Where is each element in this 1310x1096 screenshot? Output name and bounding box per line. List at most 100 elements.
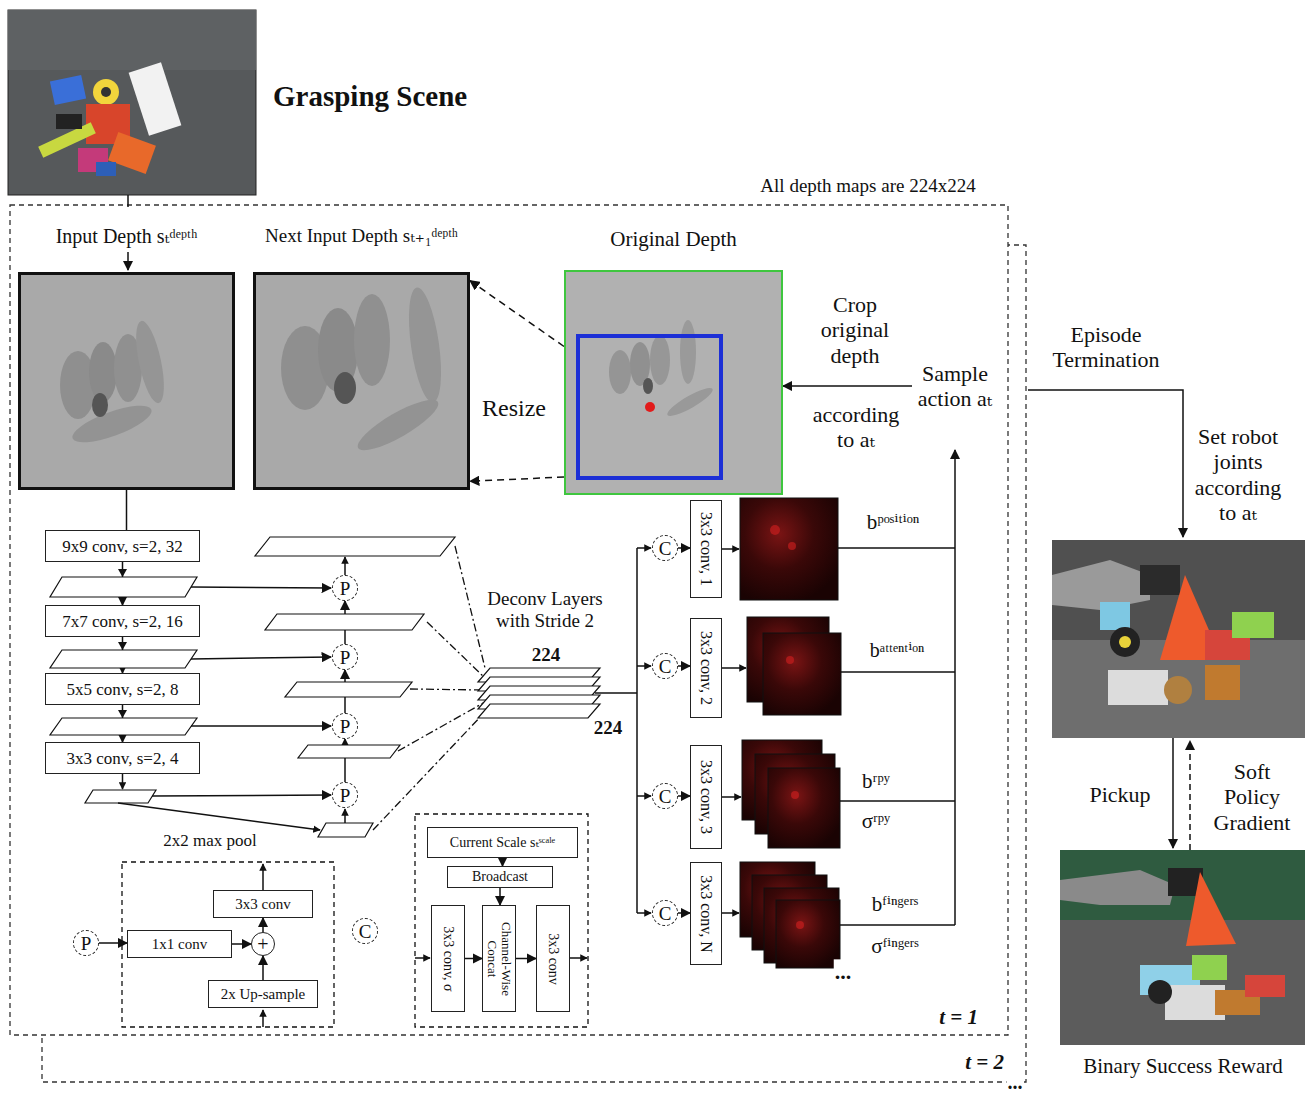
node-text: 5x5 conv, s=2, 8 [67, 681, 179, 698]
node-text: 3x3 conv, 1 [697, 504, 715, 594]
photo-ground [8, 10, 256, 195]
connector [678, 912, 690, 914]
flow-arrow [415, 957, 430, 959]
heat-spot [786, 656, 794, 664]
lateral-arrow [191, 587, 331, 588]
connector [99, 942, 127, 944]
annotation: 2x2 max pool [162, 831, 258, 851]
photo-ground [1060, 850, 1305, 1045]
output-line [840, 800, 955, 802]
photo-tile [8, 10, 256, 70]
connector [262, 956, 264, 980]
branch-line [637, 547, 651, 549]
feature-map [285, 682, 412, 697]
input-arrow [127, 252, 129, 270]
heatmap [742, 740, 840, 848]
annotation: Binary Success Reward [1082, 1054, 1283, 1078]
gripper [1140, 565, 1180, 595]
node-text: P [340, 648, 351, 667]
heatmap-layer [768, 768, 840, 848]
image-heading: Input Depth sₜᵈᵉᵖᵗʰ [56, 225, 198, 248]
arrowhead [118, 569, 127, 577]
node-text: 3x3 conv, N [697, 866, 715, 961]
annotation: ... [834, 959, 853, 984]
node-text: 2x Up-sample [221, 987, 306, 1002]
connector [262, 918, 264, 932]
heat-spot [770, 525, 780, 535]
depth-map [253, 272, 470, 490]
curtain [1060, 850, 1305, 920]
annotation: bᵖᵒˢⁱᵗⁱᵒⁿ [866, 510, 921, 534]
head-conv-box: 3x3 conv, 1 [690, 500, 722, 598]
node-text: + [257, 934, 268, 954]
output-line [840, 924, 955, 926]
annotation: Resize [481, 395, 547, 423]
branch-line [637, 795, 651, 797]
feature-map [255, 537, 455, 556]
connector [678, 665, 690, 667]
node-text: 9x9 conv, s=2, 32 [62, 538, 182, 555]
pickup-arrow [1172, 738, 1174, 848]
deconv-line [410, 689, 485, 690]
node-text: 7x7 conv, s=2, 16 [62, 613, 182, 630]
toy-ball [1164, 676, 1192, 704]
flow-arrow [570, 957, 587, 959]
annotation: σᶠⁱⁿᵍᵉʳˢ [870, 934, 919, 958]
connector [465, 958, 482, 960]
connector [499, 888, 501, 905]
annotation: Set robot joints according to aₜ [1187, 424, 1289, 525]
concat-node: C [652, 783, 678, 809]
toy-car [50, 75, 86, 105]
toy-block [1205, 665, 1240, 700]
connector [516, 958, 536, 960]
edge-label: Crop original depth [814, 292, 896, 368]
toy-wheel [1110, 627, 1140, 657]
concat-node: C [652, 535, 678, 561]
concat-node: C [652, 900, 678, 926]
node-text: 3x3 conv, 2 [697, 622, 715, 714]
node-text: 3x3 conv, 3 [697, 749, 715, 845]
lateral-arrow [191, 657, 331, 659]
conv-box: 9x9 conv, s=2, 32 [45, 530, 200, 562]
feature-map [85, 790, 156, 803]
frame-label: t = 1 [939, 1005, 978, 1029]
depth-map [18, 272, 235, 490]
node-text: C [659, 657, 672, 676]
grasp-point [645, 402, 655, 412]
depth-blob [403, 286, 447, 405]
heatmap [740, 498, 838, 600]
toy-block [96, 162, 116, 176]
heatmap-layer [776, 900, 840, 968]
flow-arrow [262, 864, 264, 890]
lateral-arrow [191, 725, 331, 727]
legend-box [415, 814, 588, 1027]
pyramid-node: P [332, 713, 358, 739]
feature-map [318, 823, 373, 837]
head-conv-box: 3x3 conv, N [690, 862, 722, 965]
branch-line [636, 548, 638, 913]
concat-node: C [652, 653, 678, 679]
depth-hole [92, 393, 108, 417]
toy-wheel [93, 79, 119, 105]
robot-photo [1052, 540, 1305, 738]
arrowhead [118, 710, 127, 718]
legend-box-step: Channel-Wise Concat [482, 905, 516, 1012]
termination-arrow [1028, 390, 1183, 537]
annotation: bᶠⁱⁿᵍᵉʳˢ [871, 892, 919, 916]
connector [126, 490, 128, 530]
robot-photo [1060, 850, 1305, 1045]
annotation: 224 [593, 717, 624, 739]
toy-wheel [1119, 636, 1131, 648]
action-node: Sample action aₜ [912, 326, 998, 446]
output-line [954, 450, 956, 925]
heatmap-layer [763, 633, 841, 715]
depth-map [564, 270, 783, 495]
connector [232, 943, 251, 945]
node-text: P [81, 934, 92, 953]
annotation: σʳᵖʸ [861, 809, 892, 833]
annotation: All depth maps are 224x224 [759, 175, 976, 197]
sum-node: + [251, 932, 275, 956]
head-conv-box: 3x3 conv, 2 [690, 618, 722, 718]
node-text: 3x3 conv [545, 909, 560, 1008]
depth-hole [334, 372, 356, 404]
